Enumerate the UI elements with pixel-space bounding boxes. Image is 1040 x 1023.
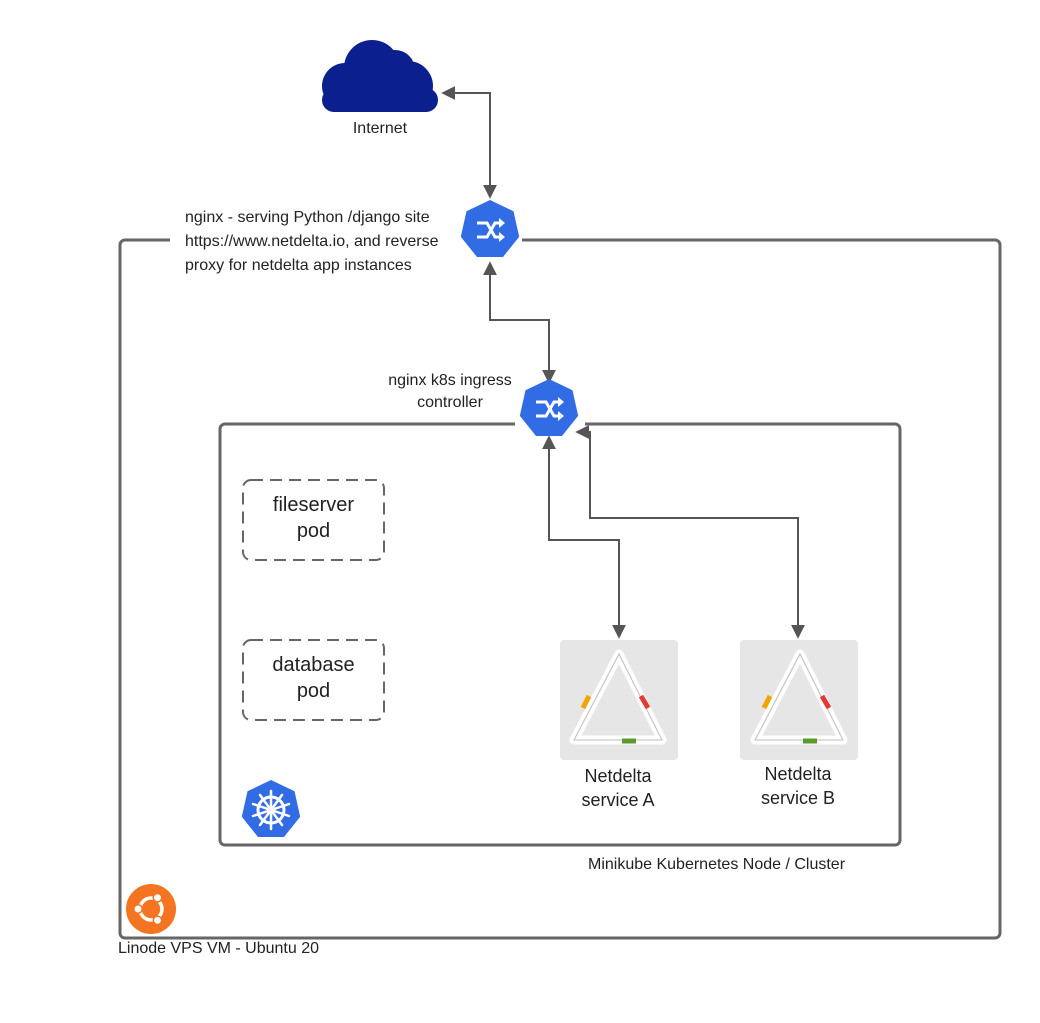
internet-nginx-connector — [441, 86, 497, 199]
database-pod-box — [242, 639, 385, 721]
service-b-line2: service B — [760, 788, 836, 808]
database-pod-line1: database — [272, 654, 355, 676]
ingress-switch-icon — [519, 379, 579, 436]
netdelta-triangle-icon — [750, 649, 848, 745]
fileserver-pod-label: fileserver pod — [243, 492, 384, 544]
vm-frame — [118, 238, 1002, 940]
database-pod-line2: pod — [296, 680, 331, 702]
service-b-tile — [740, 640, 858, 760]
service-b-line1: Netdelta — [764, 764, 832, 784]
database-pod-label: database pod — [243, 652, 384, 704]
service-b-label: Netdelta service B — [738, 762, 858, 810]
internet-label: Internet — [352, 120, 408, 137]
nginx-ingress-connector — [483, 261, 556, 384]
vm-label: Linode VPS VM - Ubuntu 20 — [118, 940, 320, 957]
cloud-icon — [322, 40, 438, 112]
ingress-label-line1: nginx k8s ingress — [388, 372, 512, 389]
nginx-description: nginx - serving Python /django site http… — [185, 209, 439, 274]
fileserver-pod-box — [242, 479, 385, 561]
nginx-switch-icon — [460, 200, 520, 257]
netdelta-triangle-icon — [569, 649, 667, 745]
service-a-line1: Netdelta — [584, 766, 652, 786]
ingress-service-a-connector — [542, 435, 626, 639]
fileserver-pod-line1: fileserver — [272, 494, 355, 516]
service-a-tile — [560, 640, 678, 760]
ingress-label: nginx k8s ingress controller — [360, 370, 540, 414]
ubuntu-logo-icon — [126, 884, 176, 934]
service-a-label: Netdelta service A — [558, 764, 678, 812]
kubernetes-helm-icon — [241, 780, 301, 837]
ingress-service-b-connector — [575, 425, 805, 639]
fileserver-pod-line2: pod — [296, 520, 331, 542]
cluster-label: Minikube Kubernetes Node / Cluster — [588, 856, 846, 873]
service-a-line2: service A — [581, 790, 655, 810]
ingress-label-line2: controller — [417, 394, 483, 411]
